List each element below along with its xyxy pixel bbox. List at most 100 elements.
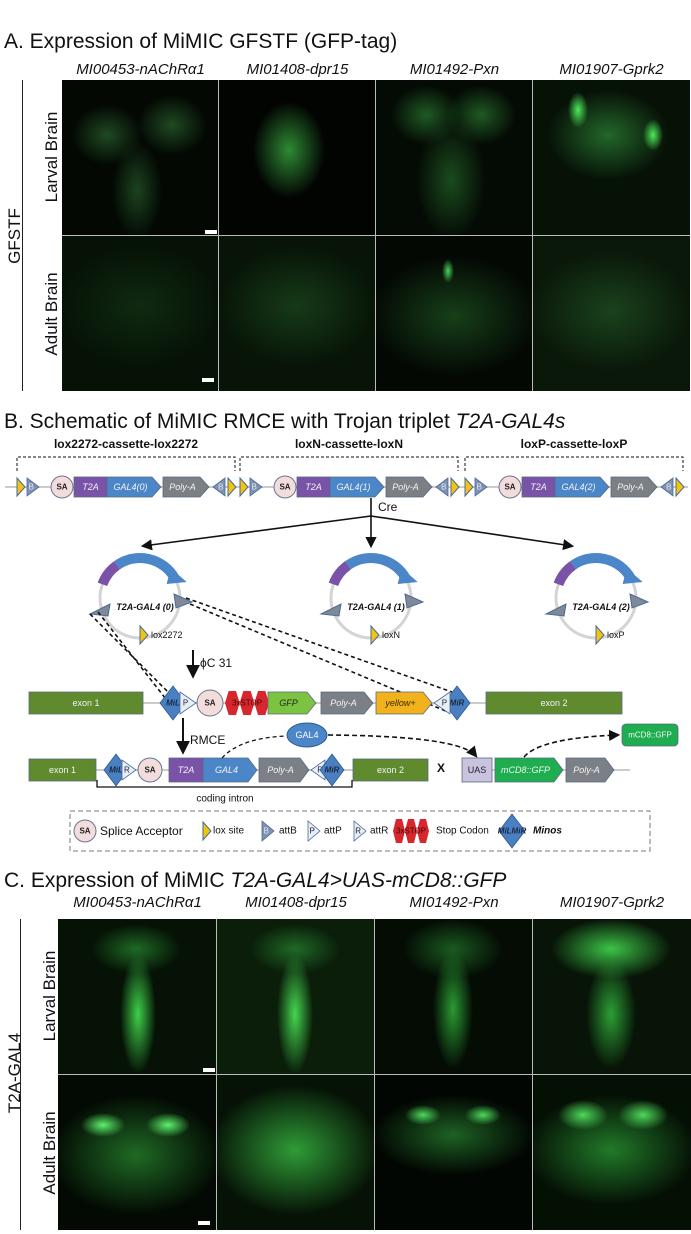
exon-1-label: exon 1: [72, 698, 99, 708]
gal4-arc: [570, 553, 635, 581]
panel-c-title-italic: T2A-GAL4>UAS-mCD8::GFP: [230, 869, 507, 892]
recombination-line: [97, 611, 177, 713]
legend-box: [69, 810, 651, 852]
legend-minos: [498, 813, 526, 849]
trojan-circle-label: T2A-GAL4 (1): [347, 602, 405, 612]
cassette-bracket-label: loxN-cassette-loxN: [295, 437, 403, 451]
attb-site: [26, 477, 40, 497]
micrograph-adult-pxn: [375, 1075, 532, 1230]
gal4-segment: [554, 476, 610, 498]
legend-splice-acceptor-label: SA: [79, 827, 90, 836]
attb-site: [660, 477, 674, 497]
exon-2: [352, 758, 429, 782]
lox-label: loxN: [382, 630, 400, 640]
scale-bar: [198, 1221, 210, 1225]
stop-codon-hexagon: [239, 691, 255, 715]
minos-mil: [103, 753, 129, 787]
attp-site: [433, 691, 451, 715]
lox-site-icon: [16, 476, 26, 498]
t2a-segment-label: T2A: [530, 482, 547, 492]
attb-site: [629, 593, 650, 609]
panel-a-col-header: MI01408-dpr15: [246, 61, 349, 78]
uas-segment-label: UAS: [468, 765, 487, 775]
scale-bar: [205, 230, 217, 234]
micrograph-larval-pxn: [375, 919, 532, 1074]
splice-acceptor-label: SA: [56, 483, 67, 492]
gal4-expression-line: [221, 735, 287, 759]
panel-a-title: A. Expression of MiMIC GFSTF (GFP-tag): [4, 30, 398, 53]
attp-site-label: P: [183, 699, 188, 708]
gal4-protein: [286, 722, 328, 748]
gal4-arc: [345, 553, 410, 581]
legend-lox-icon: [202, 820, 212, 842]
panel-c-col-header: MI01492-Pxn: [409, 894, 499, 911]
attb-site-label: B: [441, 483, 446, 492]
trojan-circle: [329, 556, 413, 640]
attb-site-label: B: [29, 483, 34, 492]
gal4-segment: [202, 757, 258, 783]
gal4-segment-label: GAL4(1): [336, 482, 370, 492]
panel-c-group-line: [20, 919, 21, 1230]
micrograph-larval-dpr15: [217, 919, 374, 1074]
micrograph-adult-dpr15: [217, 1075, 374, 1230]
lox-site-icon: [239, 476, 249, 498]
yellow-marker-label: yellow+: [384, 698, 415, 708]
attb-site: [435, 477, 449, 497]
cross-symbol: X: [437, 761, 445, 775]
attr-site-label: R: [124, 766, 130, 775]
polya-segment: [258, 757, 310, 783]
legend-minos-label: Minos: [533, 826, 562, 837]
panel-c-title-plain: C. Expression of MiMIC: [4, 869, 231, 892]
mcd8-expression-line: [523, 729, 621, 758]
panel-a-row-label: Larval Brain: [42, 111, 61, 203]
gal4-arrowhead: [166, 568, 187, 584]
minos-mil-label: MiL: [109, 766, 123, 775]
panel-c-group-label: T2A-GAL4: [5, 1032, 24, 1114]
uas-segment: [461, 757, 493, 783]
lox-site-icon: [450, 476, 460, 498]
micrograph-larval-nachra1: [58, 919, 216, 1074]
recombination-line: [89, 613, 169, 693]
mcd8-gfp-segment-label: mCD8::GFP: [501, 765, 550, 775]
gal4-arc: [114, 553, 179, 581]
attb-site: [249, 477, 263, 497]
gfp-segment-label: GFP: [279, 698, 298, 708]
t2a-segment-label: T2A: [82, 482, 99, 492]
lox-site-icon: [139, 624, 149, 646]
legend-attb: [261, 820, 275, 842]
cassette-bracket: [464, 456, 684, 471]
legend-splice-acceptor: [73, 819, 97, 843]
polya-segment-label: Poly-A: [267, 765, 294, 775]
cassette-bracket: [239, 456, 459, 471]
lox-site-icon: [595, 624, 605, 646]
lox-site-icon: [675, 476, 685, 498]
panel-a-group-line: [22, 80, 23, 391]
exon-1: [28, 691, 144, 715]
panel-c-row-label: Adult Brain: [40, 1111, 59, 1195]
trojan-circle-label: T2A-GAL4 (0): [116, 602, 174, 612]
panel-c-title: C. Expression of MiMIC T2A-GAL4>UAS-mCD8…: [4, 869, 506, 893]
cassette-bracket-label: lox2272-cassette-lox2272: [54, 437, 198, 451]
exon-2-label: exon 2: [377, 765, 404, 775]
panel-a-row-label: Adult Brain: [42, 272, 61, 356]
attb-site: [544, 603, 567, 617]
gal4-binding-line: [327, 734, 478, 758]
gal4-segment-label: GAL4: [215, 765, 238, 775]
minos-mir: [319, 753, 345, 787]
panel-a-group-label: GFSTF: [5, 208, 24, 264]
panel-a-col-header: MI00453-nAChRα1: [76, 61, 205, 78]
micrograph-adult-nachra1: [58, 1075, 216, 1230]
cre-label: Cre: [378, 500, 398, 514]
panel-b-title-plain: B. Schematic of MiMIC RMCE with Trojan t…: [4, 410, 456, 433]
gal4-segment: [329, 476, 385, 498]
attb-site-label: B: [666, 483, 671, 492]
gal4-protein-label: GAL4: [295, 730, 318, 740]
yellow-marker: [375, 691, 433, 715]
attb-site: [173, 593, 194, 609]
splice-acceptor-label: SA: [279, 483, 290, 492]
polya-segment: [162, 476, 210, 498]
gfp-segment: [267, 691, 317, 715]
panel-c-col-header: MI01907-Gprk2: [559, 894, 665, 911]
legend-stop-hexagon: [393, 819, 405, 843]
t2a-segment-label: T2A: [305, 482, 322, 492]
